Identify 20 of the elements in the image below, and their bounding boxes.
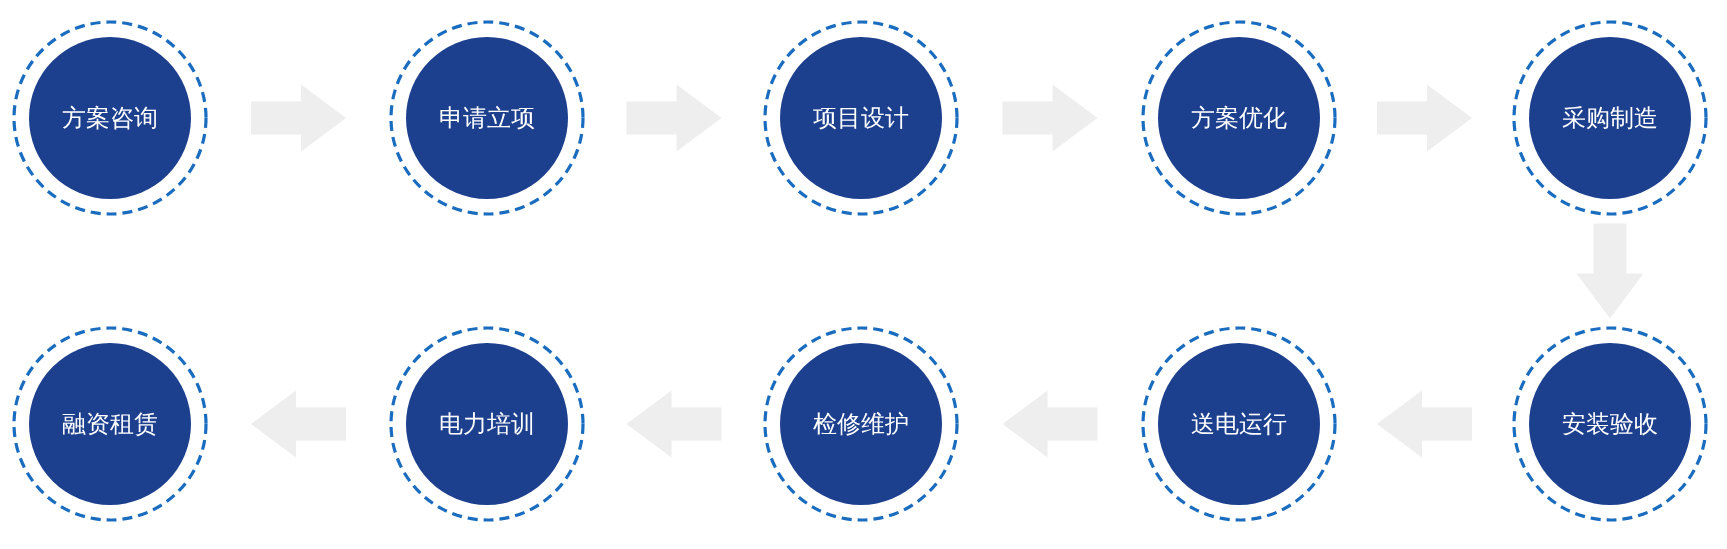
- step-circle: [389, 20, 585, 216]
- step-label: 采购制造: [1562, 103, 1658, 133]
- step-circle: [12, 20, 208, 216]
- step-label: 送电运行: [1191, 409, 1287, 439]
- step-circle: [1512, 20, 1708, 216]
- step-label: 安装验收: [1562, 409, 1658, 439]
- step-label: 融资租赁: [62, 409, 158, 439]
- step-label: 项目设计: [813, 103, 909, 133]
- step-circle: [389, 326, 585, 522]
- step-circle: [1512, 326, 1708, 522]
- step-circle: [1141, 326, 1337, 522]
- step-circle: [763, 326, 959, 522]
- step-circle: [763, 20, 959, 216]
- step-label: 电力培训: [439, 409, 535, 439]
- step-label: 检修维护: [813, 409, 909, 439]
- step-circle: [1141, 20, 1337, 216]
- step-label: 方案咨询: [62, 103, 158, 133]
- step-label: 方案优化: [1191, 103, 1287, 133]
- step-circle: [12, 326, 208, 522]
- step-label: 申请立项: [439, 103, 535, 133]
